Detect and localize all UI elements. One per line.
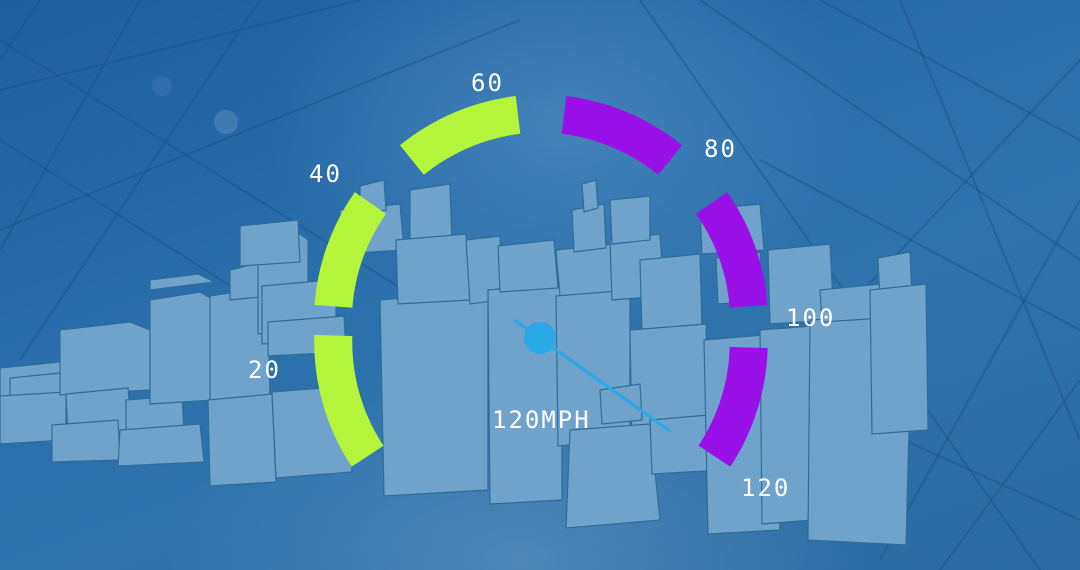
gauge-segment-0-20 — [314, 334, 384, 467]
city-buildings — [0, 179, 929, 546]
gauge-segment-40-60 — [399, 96, 521, 176]
gauge-tick-label-40: 40 — [309, 160, 342, 188]
gauge-speed-readout: 120MPH — [492, 406, 591, 434]
gauge-segment-60-80 — [561, 96, 683, 176]
gauge-tick-label-80: 80 — [704, 135, 737, 163]
gauge-tick-label-100: 100 — [786, 304, 836, 332]
gauge-segment-80-100 — [695, 192, 768, 309]
gauge-tick-label-60: 60 — [471, 69, 504, 97]
gauge-segment-100-120 — [698, 346, 768, 467]
gauge-needle-hub — [524, 322, 556, 354]
gauge-tick-label-20: 20 — [248, 356, 281, 384]
gauge-tick-label-120: 120 — [741, 474, 791, 502]
gauge-segment-20-40 — [314, 192, 387, 309]
